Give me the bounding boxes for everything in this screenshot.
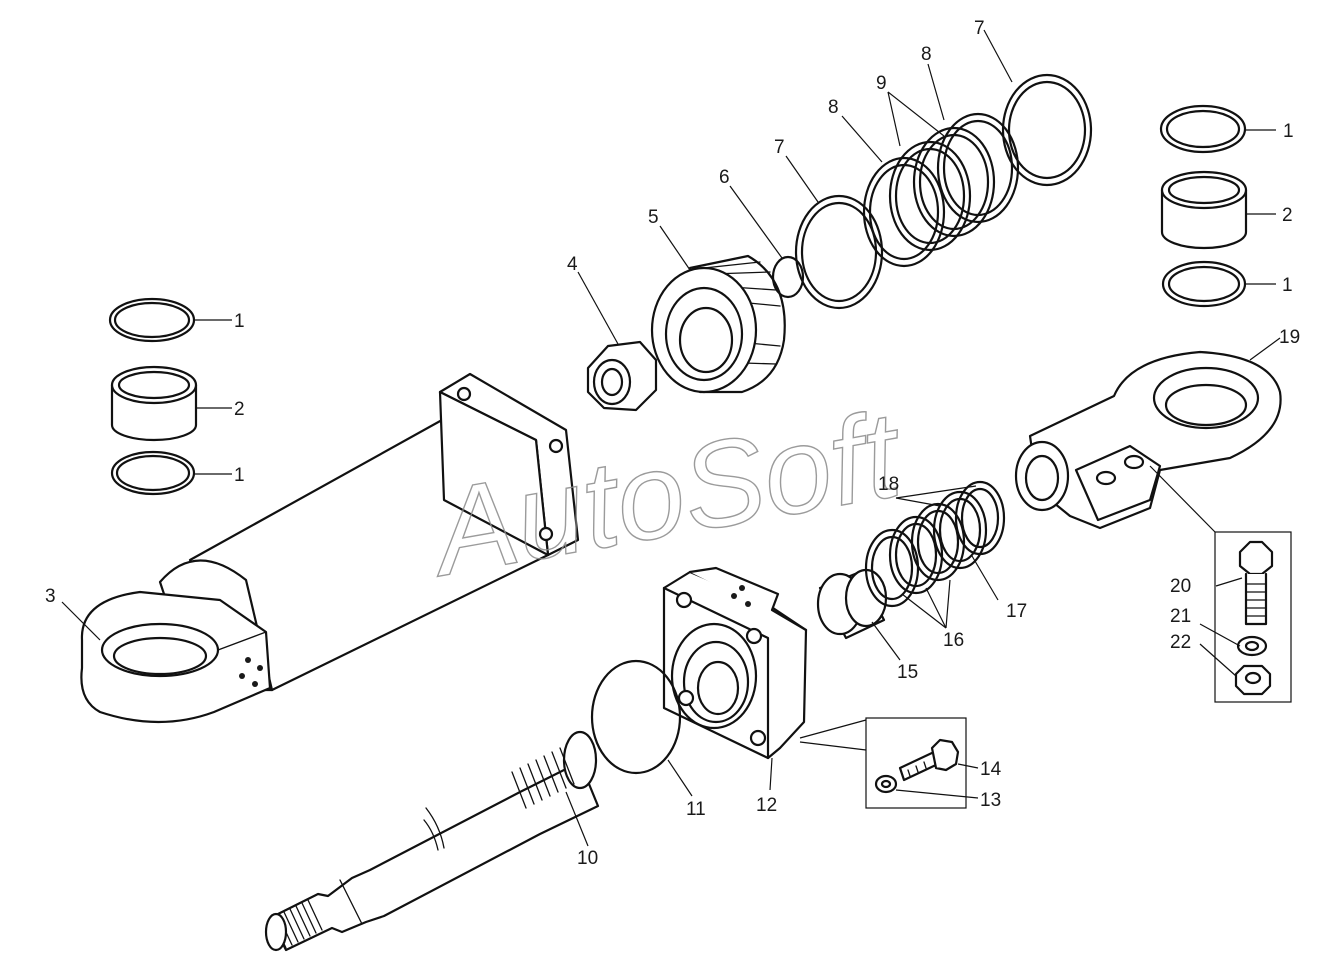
callout-20: 20	[1170, 576, 1191, 597]
bolt-20	[1238, 540, 1274, 626]
callout-8-a: 8	[828, 97, 839, 118]
wiper-sleeve	[816, 568, 888, 640]
callout-13: 13	[980, 790, 1001, 811]
bushing-left	[110, 365, 198, 442]
callout-18: 18	[878, 474, 899, 495]
callout-9: 9	[876, 73, 887, 94]
callout-15: 15	[897, 662, 918, 683]
retaining-ring-left-top	[108, 297, 196, 343]
o-ring-head	[590, 659, 682, 775]
right-bushing-set	[1159, 104, 1248, 308]
callout-16: 16	[943, 630, 964, 651]
callout-8-b: 8	[921, 44, 932, 65]
seal-ring-17	[932, 490, 988, 570]
left-bushing-set	[108, 297, 198, 496]
o-ring-piston	[771, 255, 805, 299]
callout-6: 6	[719, 167, 730, 188]
callout-19: 19	[1279, 327, 1300, 348]
washer-21	[1236, 635, 1268, 657]
washer-13	[874, 774, 898, 794]
callout-5: 5	[648, 207, 659, 228]
seal-ring-9-a	[888, 140, 972, 252]
nut-22	[1234, 664, 1272, 696]
callout-22: 22	[1170, 632, 1191, 653]
callout-7-a: 7	[774, 137, 785, 158]
callout-12: 12	[756, 795, 777, 816]
leader-lines	[61, 29, 1281, 847]
callout-21: 21	[1170, 606, 1191, 627]
rod-eye-head	[1014, 350, 1282, 530]
piston-rod	[264, 730, 600, 952]
callout-labels: 1 2 1 3 4 5 6 7 8 9 8 7 1 2 1 19 18 17 1…	[45, 18, 1300, 869]
fastener-kit-right	[1149, 465, 1292, 703]
callout-3: 3	[45, 586, 56, 607]
retaining-ring-right-top	[1159, 104, 1247, 154]
seal-ring-8-back	[936, 112, 1020, 224]
callout-11: 11	[686, 799, 706, 820]
callout-1-left-bottom: 1	[234, 465, 245, 486]
callout-4: 4	[567, 254, 578, 275]
callout-2-right: 2	[1282, 205, 1293, 226]
callout-7-b: 7	[974, 18, 985, 39]
seal-stack	[862, 112, 1020, 268]
cylinder-head-flange	[662, 566, 808, 760]
bolt-14	[898, 738, 960, 782]
callout-2-left: 2	[234, 399, 245, 420]
rod-seal-stack	[816, 480, 1006, 640]
callout-17: 17	[1006, 601, 1027, 622]
fastener-kit-head	[799, 717, 967, 809]
seal-ring-18-b	[954, 480, 1006, 556]
piston	[650, 254, 786, 394]
bushing-right	[1160, 170, 1248, 250]
piston-nut	[586, 340, 658, 412]
retaining-ring-left-bottom	[110, 450, 196, 496]
cylinder-barrel	[80, 372, 580, 724]
retaining-ring-right-bottom	[1161, 260, 1247, 308]
callout-1-right-top: 1	[1283, 121, 1294, 142]
callout-14: 14	[980, 759, 1002, 780]
callout-10: 10	[577, 848, 598, 869]
callout-1-left-top: 1	[234, 311, 245, 332]
callout-1-right-bottom: 1	[1282, 275, 1293, 296]
seal-ring-9-b	[912, 126, 996, 238]
guide-ring-back	[1001, 73, 1093, 187]
